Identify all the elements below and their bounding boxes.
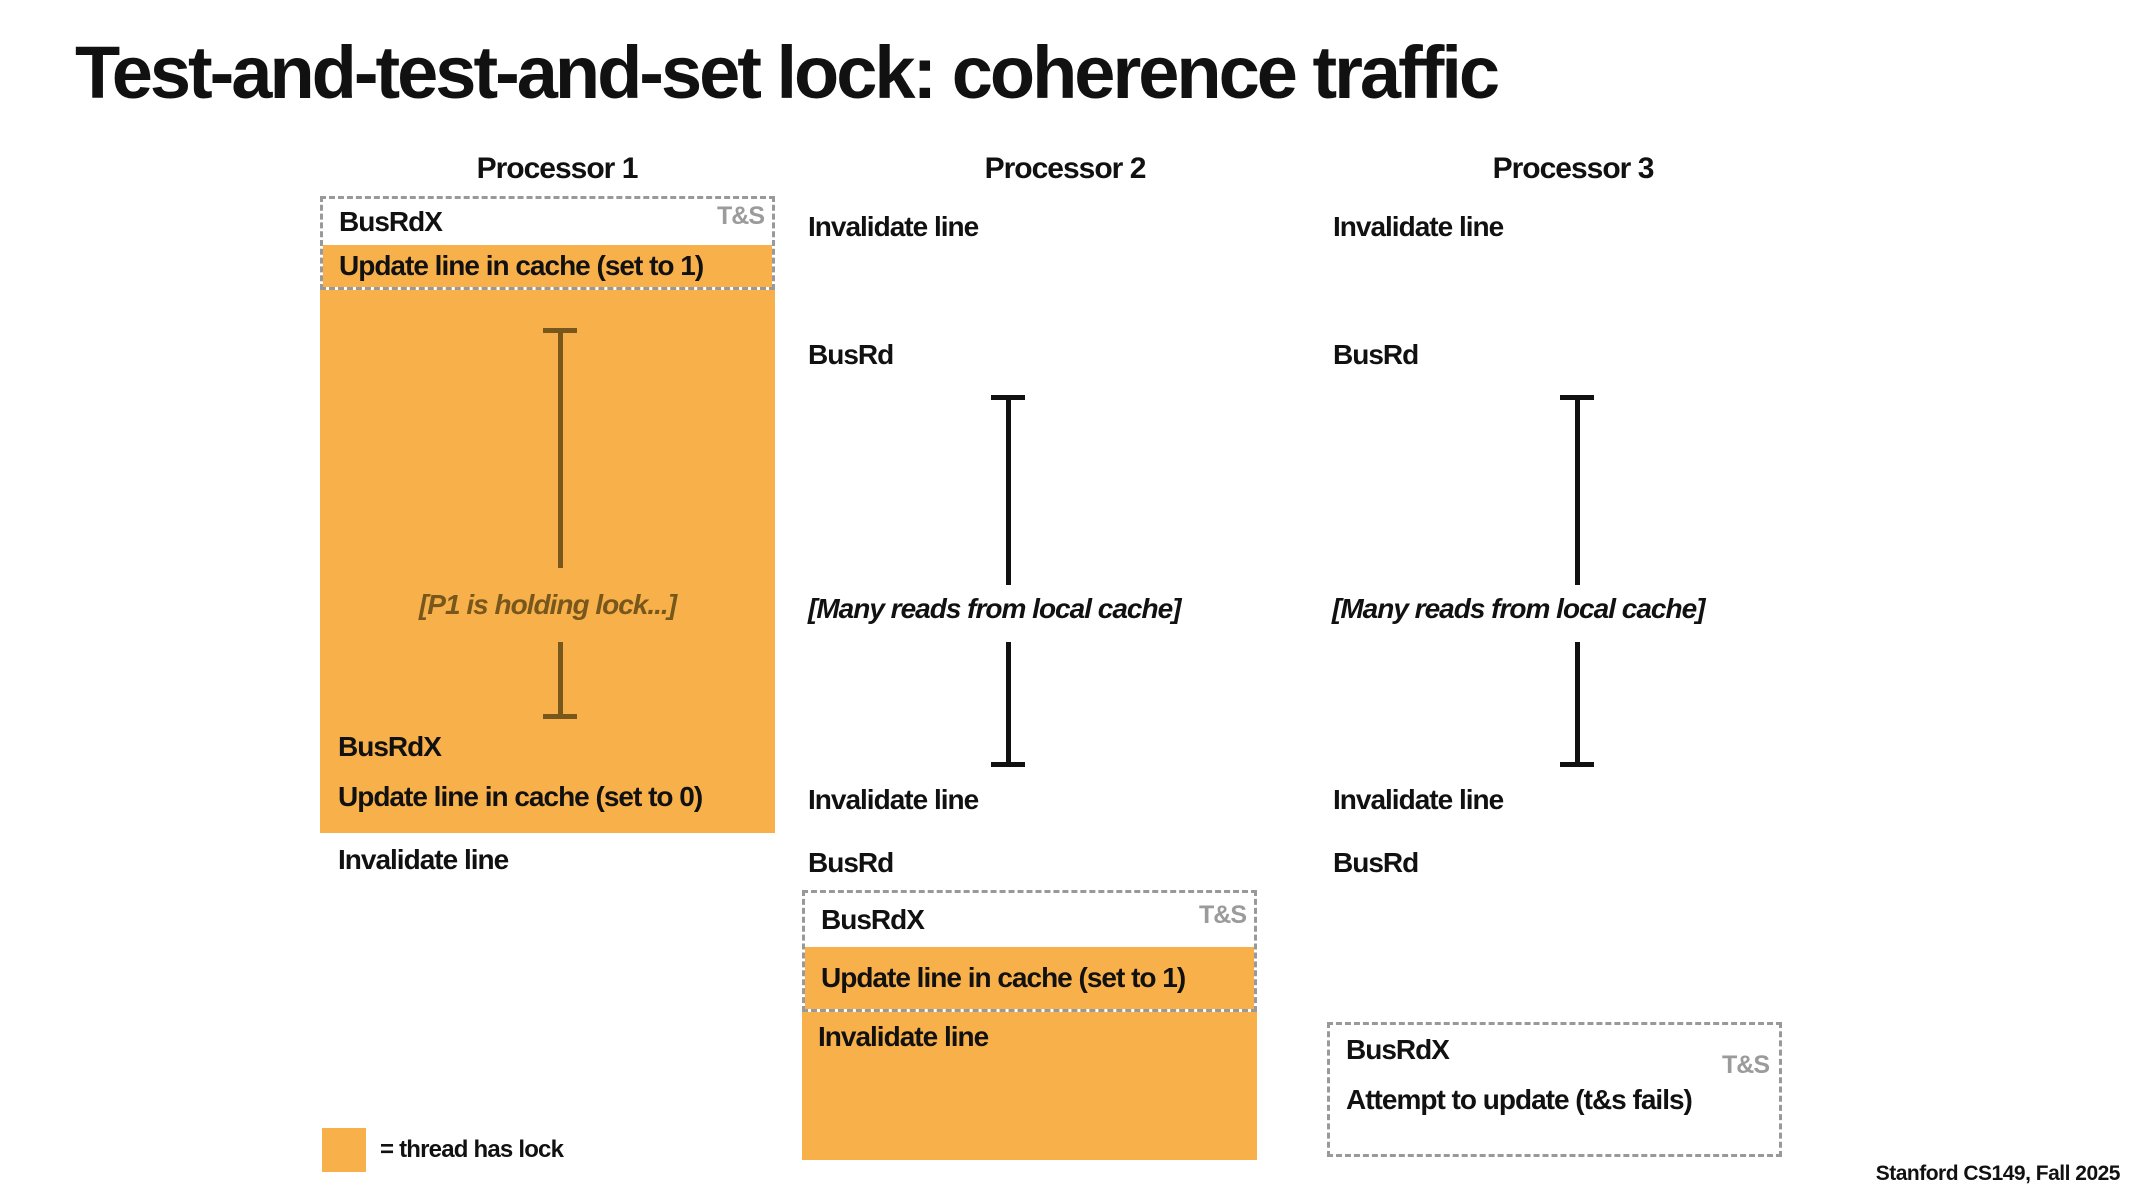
p3-timeline-upper-segment — [1575, 397, 1580, 585]
p1-busrdx-label: BusRdX — [339, 206, 443, 237]
p1-ts-badge: T&S — [717, 202, 765, 230]
p2-acquire-row: BusRdX T&S — [805, 893, 1254, 947]
p3-timeline-bottom-cap — [1560, 762, 1594, 767]
p2-lock-held-region: Invalidate line — [802, 1012, 1257, 1160]
p2-update-set1-label: Update line in cache (set to 1) — [821, 962, 1186, 993]
p3-busrd-1-label: BusRd — [1333, 339, 1419, 370]
p3-test-and-set-box: BusRdX T&S Attempt to update (t&s fails) — [1327, 1022, 1782, 1157]
p3-attempt-label: Attempt to update (t&s fails) — [1346, 1084, 1693, 1115]
processor-2-header: Processor 2 — [984, 152, 1147, 185]
p1-acquire-row: BusRdX T&S — [323, 199, 772, 245]
p1-lock-held-region: [P1 is holding lock...] BusRdX Update li… — [320, 290, 775, 833]
p1-timeline-upper-segment — [558, 330, 563, 568]
p2-timeline-upper-segment — [1006, 397, 1011, 585]
p1-update-set1-label: Update line in cache (set to 1) — [339, 250, 704, 281]
p2-timeline-lower-segment — [1006, 642, 1011, 765]
p2-busrdx-label: BusRdX — [821, 904, 925, 935]
p1-holding-lock-note: [P1 is holding lock...] — [418, 589, 677, 620]
p2-ts-badge: T&S — [1199, 901, 1247, 929]
p2-timeline-bottom-cap — [991, 762, 1025, 767]
p3-ts-badge: T&S — [1722, 1051, 1770, 1079]
footer-credit: Stanford CS149, Fall 2025 — [1875, 1162, 2121, 1185]
legend-label: = thread has lock — [380, 1136, 564, 1163]
p3-timeline-lower-segment — [1575, 642, 1580, 765]
p2-busrd-1-label: BusRd — [808, 339, 894, 370]
p2-invalidate-1-label: Invalidate line — [808, 211, 979, 242]
processor-1-header: Processor 1 — [476, 152, 639, 185]
p1-test-and-set-box: BusRdX T&S Update line in cache (set to … — [320, 196, 775, 290]
p3-invalidate-1-label: Invalidate line — [1333, 211, 1504, 242]
p3-local-reads-note: [Many reads from local cache] — [1332, 593, 1705, 624]
p1-invalidate-label: Invalidate line — [338, 844, 509, 875]
p2-busrd-2-label: BusRd — [808, 847, 894, 878]
p2-invalidate-2-label: Invalidate line — [808, 784, 979, 815]
p2-update-row: Update line in cache (set to 1) — [805, 947, 1254, 1009]
p1-release-busrdx-label: BusRdX — [338, 731, 442, 762]
p2-invalidate-3-label: Invalidate line — [818, 1021, 989, 1052]
p2-test-and-set-box: BusRdX T&S Update line in cache (set to … — [802, 890, 1257, 1012]
p1-update-set0-label: Update line in cache (set to 0) — [338, 781, 703, 812]
p1-timeline-bottom-cap — [543, 714, 577, 719]
p1-update-row: Update line in cache (set to 1) — [323, 245, 772, 287]
p1-timeline-lower-segment — [558, 642, 563, 714]
p3-busrdx-label: BusRdX — [1346, 1034, 1450, 1065]
p2-local-reads-note: [Many reads from local cache] — [808, 593, 1181, 624]
legend-lock-swatch — [322, 1128, 366, 1172]
processor-3-header: Processor 3 — [1492, 152, 1655, 185]
slide-title: Test-and-test-and-set lock: coherence tr… — [75, 31, 1500, 114]
p3-busrd-2-label: BusRd — [1333, 847, 1419, 878]
p3-invalidate-2-label: Invalidate line — [1333, 784, 1504, 815]
